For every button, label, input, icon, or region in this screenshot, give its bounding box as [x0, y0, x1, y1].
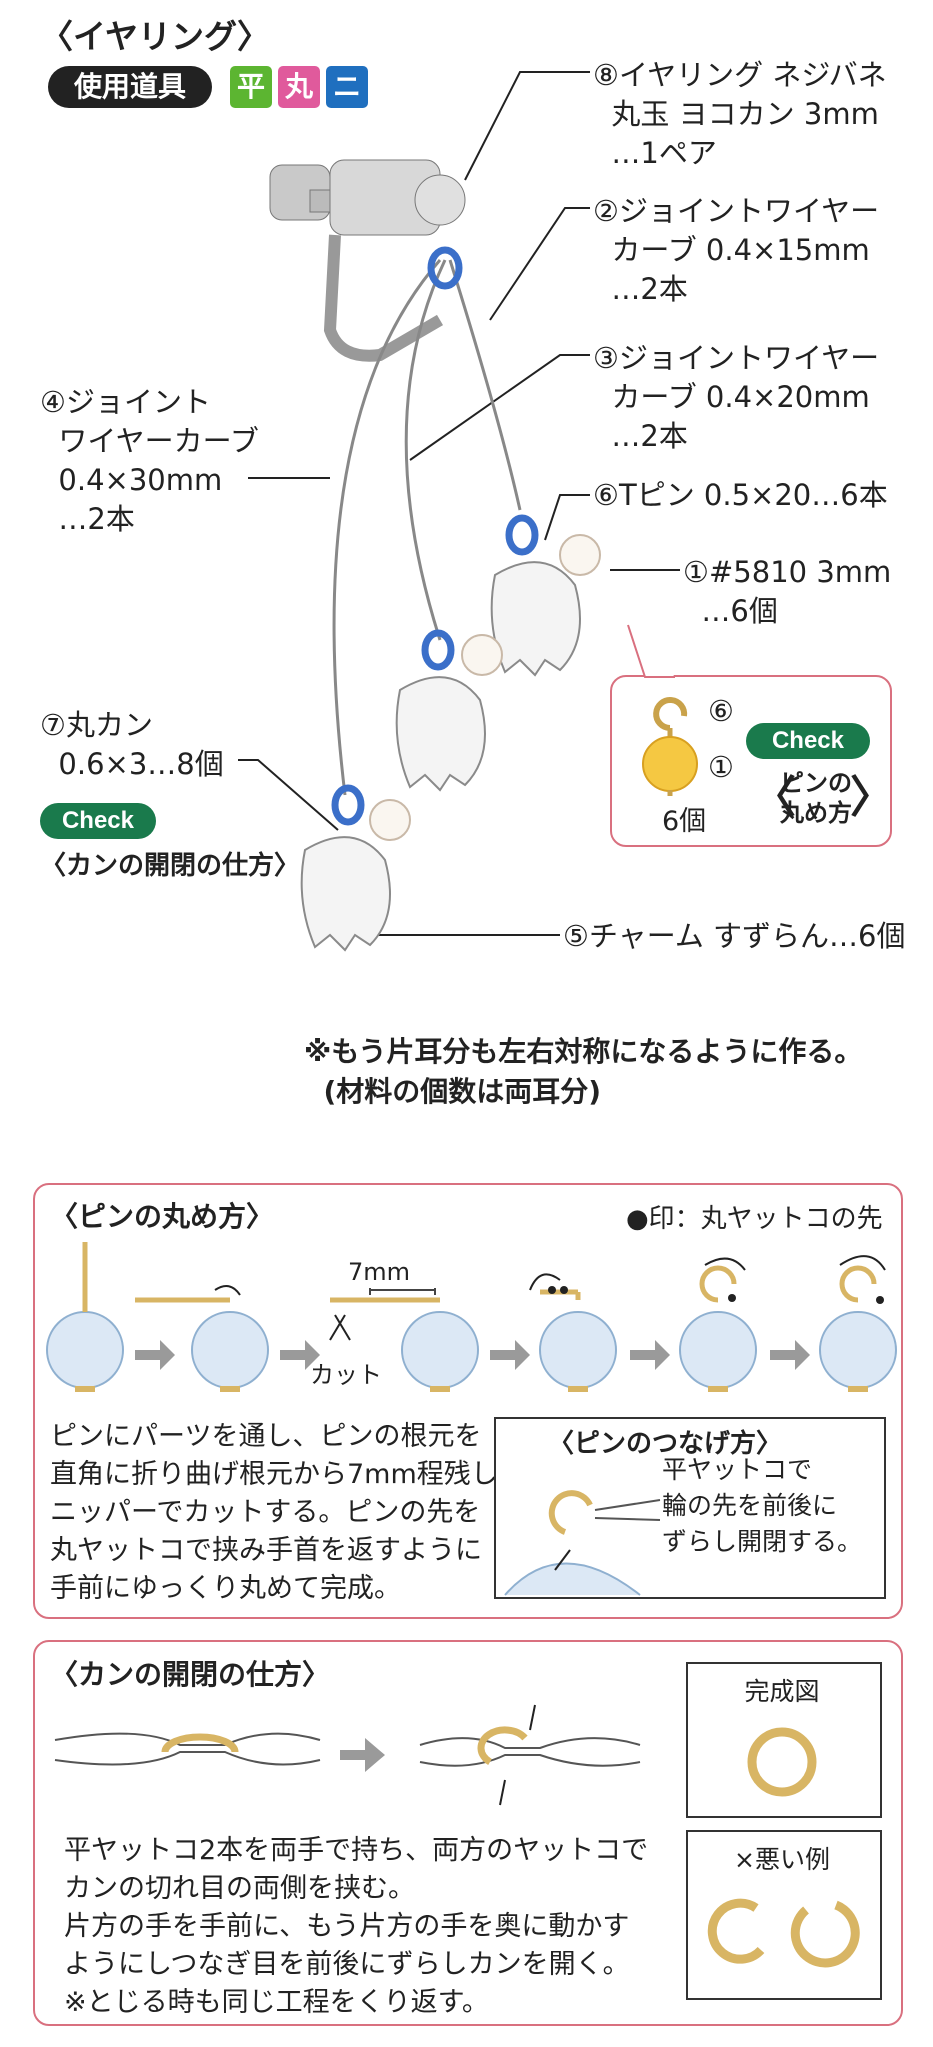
pin-callout-box [610, 675, 892, 847]
pin-measure-label: 7mm [348, 1258, 411, 1286]
kan-section-title: 〈カンの開閉の仕方〉 [50, 1658, 331, 1691]
check-badge-kan[interactable]: Check [40, 803, 156, 839]
pin-link-line2: 丸め方 [780, 799, 852, 827]
kan-instructions: 平ヤットコ2本を両手で持ち、両方のヤットコで カンの切れ目の両側を挟む。 片方の… [64, 1835, 649, 2018]
kan-complete-box [686, 1662, 882, 1818]
kan-bad-rings [707, 1898, 860, 1968]
part-1-label: ①#5810 3mm …6個 [683, 555, 892, 628]
tools-row: 使用道具 平 丸 ニ [48, 66, 369, 108]
part-3-label: ③ジョイントワイヤー カーブ 0.4×20mm …2本 [593, 341, 880, 453]
callout-label-1: ① [708, 750, 734, 784]
kan-method-section [33, 1640, 903, 2026]
bracket-right: 〉 [850, 772, 894, 823]
pin-steps-diagram [46, 1242, 897, 1392]
kan-method-link[interactable]: 〈カンの開閉の仕方〉 [40, 851, 301, 881]
pin-connect-diagram [504, 1490, 661, 1596]
part-8-label: ⑧イヤリング ネジバネ 丸玉 ヨコカン 3mm …1ペア [593, 58, 887, 170]
part-6-label: ⑥Tピン 0.5×20…6本 [593, 478, 888, 512]
pin-ball-icon [642, 697, 698, 796]
kan-steps-diagram [54, 1704, 641, 1806]
symmetry-note: ※もう片耳分も左右対称になるように作る。 (材料の個数は両耳分) [304, 1035, 863, 1108]
earring-illustration [238, 71, 680, 952]
tool-tag-round: 丸 [278, 66, 321, 108]
pin-method-link[interactable]: ピンの 丸め方 [780, 768, 852, 828]
callout-count: 6個 [662, 806, 707, 837]
page-title: 〈イヤリング〉 [40, 17, 271, 56]
part-7-label: ⑦丸カン 0.6×3…8個 [40, 708, 224, 781]
pin-instructions: ピンにパーツを通し、ピンの根元を 直角に折り曲げ根元から7mm程残し ニッパーで… [50, 1421, 498, 1604]
pin-method-section [33, 1183, 903, 1619]
tool-tag-nipper: ニ [326, 66, 369, 108]
kan-bad-label: ×悪い例 [734, 1845, 830, 1874]
pin-cut-label: カット [310, 1361, 382, 1389]
pin-connect-text: 平ヤットコで 輪の先を前後に ずらし開閉する。 [662, 1455, 863, 1556]
part-5-label: ⑤チャーム すずらん…6個 [563, 919, 906, 953]
pin-legend: ●印：丸ヤットコの先 [626, 1204, 883, 1234]
kan-bad-box [686, 1830, 882, 2000]
callout-pointer [627, 624, 675, 678]
bracket-left: 〈 [752, 772, 796, 823]
check-badge-pin[interactable]: Check [746, 723, 870, 759]
tool-tag-flat: 平 [230, 66, 273, 108]
callout-label-6: ⑥ [708, 694, 734, 728]
kan-complete-label: 完成図 [744, 1677, 820, 1706]
pin-link-line1: ピンの [780, 769, 852, 797]
pin-section-title: 〈ピンの丸め方〉 [50, 1200, 275, 1233]
part-4-label: ④ジョイント ワイヤーカーブ 0.4×30mm …2本 [40, 385, 259, 536]
part-2-label: ②ジョイントワイヤー カーブ 0.4×15mm …2本 [593, 194, 880, 306]
tools-label: 使用道具 [48, 66, 213, 108]
pin-connect-box [494, 1417, 886, 1599]
kan-complete-ring [747, 1727, 817, 1797]
pin-connect-title: 〈ピンのつなげ方〉 [548, 1429, 783, 1459]
